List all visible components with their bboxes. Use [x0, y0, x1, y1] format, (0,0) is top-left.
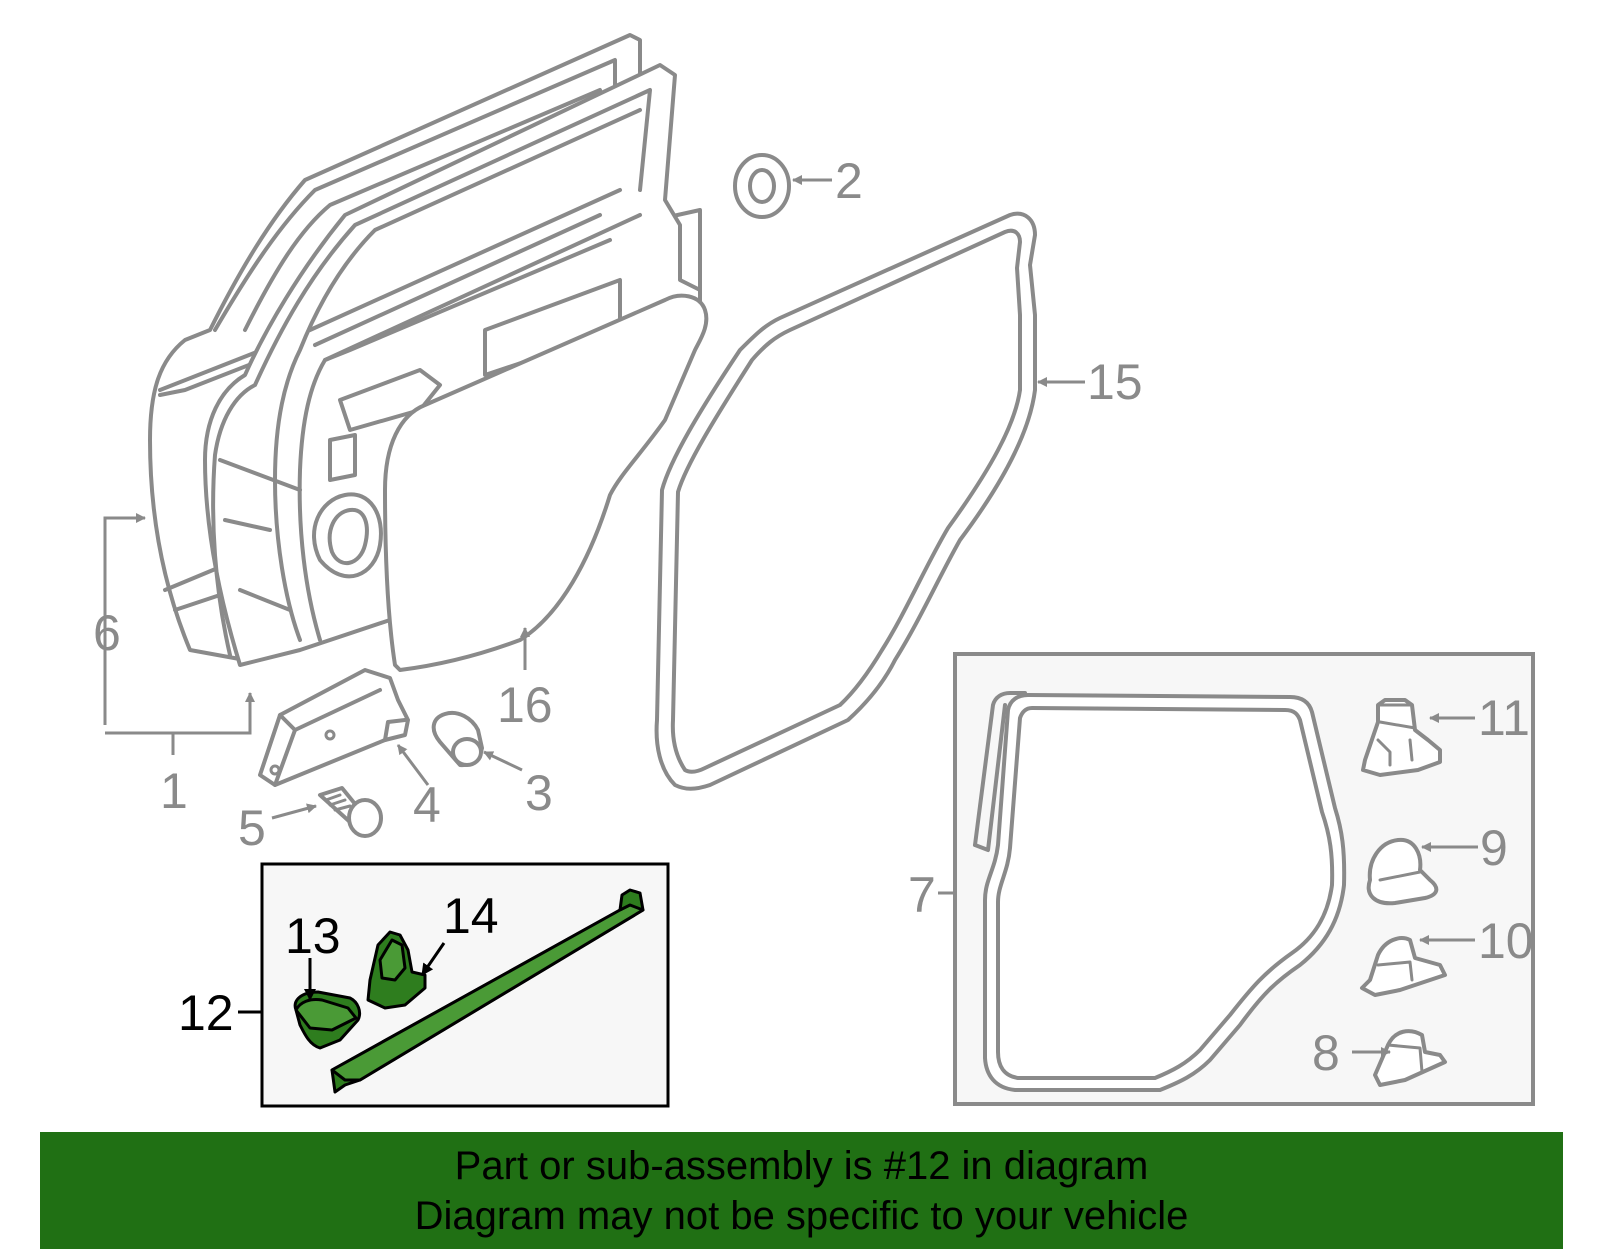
leader-3 [483, 750, 523, 772]
bracket-4 [258, 668, 410, 787]
door-inner-frame [203, 63, 702, 667]
assembly-7-box [953, 652, 1535, 1106]
clip-10 [1360, 936, 1447, 997]
callout-8: 8 [1312, 1025, 1340, 1081]
callout-3: 3 [525, 765, 553, 821]
callout-1-bracket [103, 513, 255, 755]
clip-5 [318, 786, 383, 838]
banner-line-1: Part or sub-assembly is #12 in diagram [454, 1143, 1149, 1188]
callout-16: 16 [497, 677, 553, 733]
weatherstrip-15 [654, 211, 1037, 791]
leader-4 [396, 744, 430, 786]
callout-1: 1 [160, 763, 188, 819]
callout-4: 4 [413, 777, 441, 833]
callout-10: 10 [1478, 913, 1534, 969]
leader-5 [271, 803, 317, 820]
callout-14: 14 [443, 888, 499, 944]
callout-7: 7 [908, 867, 936, 923]
assembly-12-box [260, 862, 670, 1108]
callout-15: 15 [1087, 354, 1143, 410]
info-banner: Part or sub-assembly is #12 in diagram D… [40, 1132, 1563, 1249]
callout-11: 11 [1478, 690, 1530, 746]
callout-5: 5 [238, 800, 266, 856]
clip-9 [1366, 837, 1439, 906]
callout-2: 2 [835, 153, 863, 209]
callout-12: 12 [178, 985, 234, 1041]
callout-6: 6 [93, 605, 121, 661]
plug-3 [431, 711, 484, 768]
grommet-2 [733, 153, 791, 219]
callout-9: 9 [1480, 820, 1508, 876]
molding-strip-top [330, 903, 645, 1082]
banner-line-2: Diagram may not be specific to your vehi… [414, 1193, 1189, 1238]
callout-13: 13 [285, 908, 341, 964]
door-panel-16 [383, 293, 709, 672]
